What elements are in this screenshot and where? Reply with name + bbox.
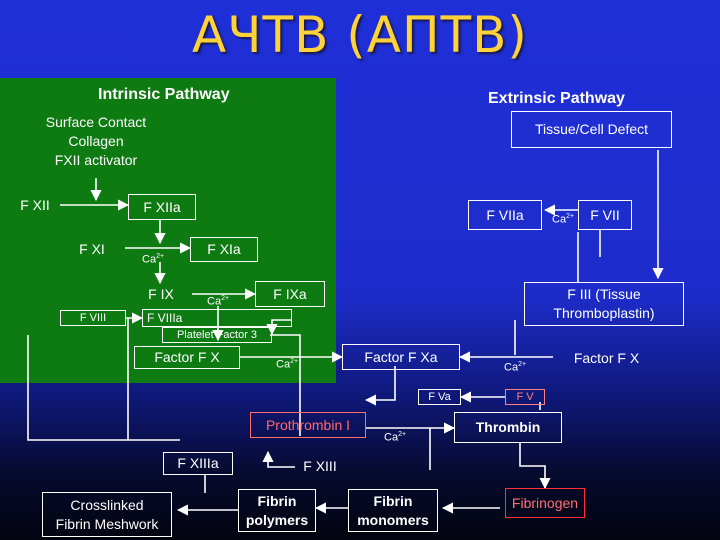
- fviii-box: F VIII: [60, 310, 126, 326]
- arrow-platelet-to-complex: [266, 319, 292, 336]
- fvii-box: F VII: [578, 200, 632, 230]
- fxi-box: F XI: [79, 241, 105, 258]
- arrow-thrombin-up-to-fviii: [270, 334, 301, 436]
- arrow-fxiii-to-fxiiia: [262, 450, 295, 468]
- surface-contact-box: Surface Contact Collagen FXII activator: [45, 114, 147, 168]
- fibrin-monomers-box: Fibrin monomers: [348, 489, 438, 532]
- calcium-label-prothrombin: Ca2+: [384, 431, 407, 444]
- fv-box: F V: [505, 389, 545, 405]
- page-title: АЧТВ (АПТВ): [192, 6, 528, 64]
- calcium-label-xa: Ca2+: [504, 361, 527, 374]
- arrow-thrombin-to-fibrinogen: [519, 443, 551, 490]
- fviia-box: F VIIa: [468, 200, 542, 230]
- fva-box: F Va: [418, 389, 461, 405]
- intrinsic-pathway-header: Intrinsic Pathway: [98, 86, 230, 103]
- tissue-cell-defect-box: Tissue/Cell Defect: [511, 111, 672, 148]
- crosslinked-fibrin-box: Crosslinked Fibrin Meshwork: [42, 492, 172, 537]
- fxiia-box: F XIIa: [128, 194, 196, 220]
- fibrinogen-box: Fibrinogen: [505, 488, 585, 518]
- fviiia-box: F VIIIa: [142, 309, 292, 327]
- fxii-box: F XII: [20, 196, 50, 213]
- calcium-label-ix: Ca2+: [207, 295, 230, 308]
- arrow-platelet-long-left: [27, 335, 180, 441]
- platelet-factor-3-box: Platelet Factor 3: [162, 327, 272, 343]
- fxia-box: F XIa: [190, 237, 258, 262]
- thrombin-box: Thrombin: [454, 412, 562, 443]
- fxiii-box: F XIII: [303, 457, 337, 474]
- intrinsic-pathway-panel: [0, 78, 336, 383]
- arrow-xa-to-prothrombin: [364, 366, 396, 406]
- calcium-label-extrinsic: Ca2+: [552, 213, 575, 226]
- fxiiia-box: F XIIIa: [163, 452, 233, 475]
- factor-x-left-box: Factor F X: [134, 346, 240, 369]
- fixa-box: F IXa: [255, 281, 325, 307]
- calcium-label-x: Ca2+: [276, 358, 299, 371]
- fiii-box: F III (Tissue Thromboplastin): [524, 282, 684, 326]
- fix-box: F IX: [148, 286, 174, 303]
- prothrombin-box: Prothrombin I: [250, 412, 366, 438]
- calcium-label-xi: Ca2+: [142, 253, 165, 266]
- extrinsic-pathway-header: Extrinsic Pathway: [488, 90, 625, 107]
- factor-xa-box: Factor F Xa: [342, 344, 460, 370]
- factor-x-right-box: Factor F X: [573, 350, 640, 367]
- fibrin-polymers-box: Fibrin polymers: [238, 489, 316, 532]
